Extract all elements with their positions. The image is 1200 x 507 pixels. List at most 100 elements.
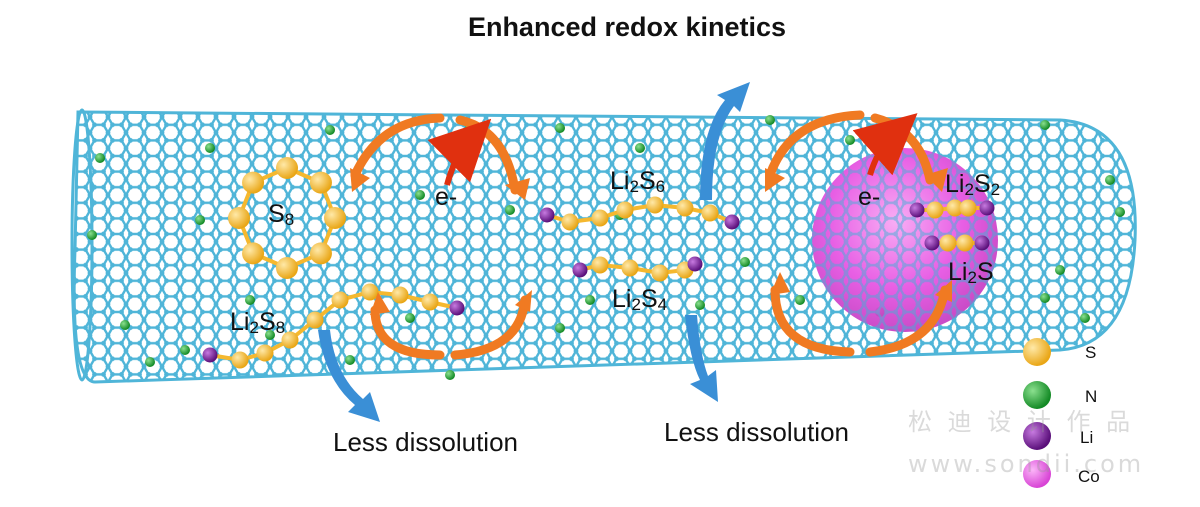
watermark-url: www.sondii.com: [908, 450, 1145, 478]
label-li2s4: Li2S4: [612, 285, 668, 314]
lithium-atom: [979, 200, 995, 216]
nitrogen-atom: [1105, 175, 1115, 185]
sulfur-atom: [646, 196, 664, 214]
nitrogen-atom: [1055, 265, 1065, 275]
legend-marker-n: [1023, 381, 1051, 409]
sulfur-atom: [242, 171, 265, 194]
nitrogen-atom: [1115, 207, 1125, 217]
sulfur-atom: [331, 291, 349, 309]
cycle-arrow: [865, 285, 950, 357]
nitrogen-atom: [345, 355, 355, 365]
diagram-title: Enhanced redox kinetics: [467, 12, 787, 42]
nitrogen-atom: [635, 143, 645, 153]
sulfur-atom: [939, 234, 957, 252]
bond: [209, 289, 458, 363]
polysulfide-chains: [202, 196, 995, 369]
nitrogen-atom: [415, 190, 425, 200]
sulfur-atom: [361, 283, 379, 301]
sulfur-atom: [421, 293, 439, 311]
nitrogen-atom: [765, 115, 775, 125]
lithium-atom: [909, 202, 925, 218]
label-li2s8: Li2S8: [230, 308, 286, 337]
cycle-arrow: [770, 285, 855, 357]
label-li2s6: Li2S6: [610, 167, 666, 196]
sulfur-atom: [242, 242, 265, 265]
nitrogen-atom: [1040, 293, 1050, 303]
legend-label-n: N: [1085, 387, 1098, 406]
legend-label-co: Co: [1078, 467, 1100, 486]
lithium-atom: [202, 347, 218, 363]
nitrogen-atom: [445, 370, 455, 380]
cycle-arrow: [765, 110, 865, 180]
nitrogen-atom: [795, 295, 805, 305]
nitrogen-atom: [555, 323, 565, 333]
electron-label-right: e-: [858, 183, 881, 211]
watermark-chinese: 松 迪 设 计 作 品: [908, 408, 1135, 436]
nitrogen-atom: [505, 205, 515, 215]
electron-arrows: [427, 113, 918, 186]
label-li2s: Li2S: [948, 258, 994, 287]
blue-arrow: [318, 330, 380, 422]
nitrogen-atom: [265, 330, 275, 340]
lithium-atom: [539, 207, 555, 223]
lithium-atom: [687, 256, 703, 272]
sulfur-atom: [701, 204, 719, 222]
sulfur-atom: [621, 259, 639, 277]
cycle-arrowheads: [350, 168, 952, 315]
nitrogen-atom: [845, 135, 855, 145]
sulfur-atom: [276, 257, 298, 279]
nitrogen-atom: [585, 295, 595, 305]
nitrogen-atom: [87, 230, 97, 240]
lithium-atom: [924, 235, 940, 251]
sulfur-atom: [309, 242, 332, 265]
sulfur-atom: [946, 199, 964, 217]
cycle-arrow: [370, 305, 445, 360]
sulfur-atom: [281, 331, 299, 349]
sulfur-atom: [256, 344, 274, 362]
sulfur-atom: [926, 201, 944, 219]
nitrogen-atom: [695, 300, 705, 310]
blue-arrow: [700, 82, 750, 200]
legend-label-s: S: [1085, 343, 1097, 362]
nitrogen-atom: [555, 123, 565, 133]
sulfur-atom: [561, 213, 579, 231]
sulfur-atom: [591, 256, 609, 274]
label-li2s2: Li2S2: [945, 170, 1001, 199]
nitrogen-atom: [120, 320, 130, 330]
nitrogen-atom: [95, 153, 105, 163]
sulfur-atom: [231, 351, 249, 369]
lithium-atom: [449, 300, 465, 316]
nitrogen-atom: [245, 295, 255, 305]
legend-marker-li: [1023, 422, 1051, 450]
lithium-atom: [572, 262, 588, 278]
sulfur-atom: [228, 207, 250, 229]
sulfur-atom: [391, 286, 409, 304]
nitrogen-atom: [325, 125, 335, 135]
sulfur-atom: [676, 199, 694, 217]
nitrogen-atom: [180, 345, 190, 355]
nitrogen-atom: [405, 313, 415, 323]
lithium-atom: [724, 214, 740, 230]
sulfur-atom: [276, 157, 298, 179]
nitrogen-atom: [145, 357, 155, 367]
sulfur-atom: [591, 209, 609, 227]
nitrogen-atom: [1040, 120, 1050, 130]
caption-less-dissolution-left: Less dissolution: [333, 427, 518, 457]
sulfur-atom: [651, 264, 669, 282]
nitrogen-atom: [1080, 313, 1090, 323]
legend-marker-s: [1023, 338, 1051, 366]
electron-label-left: e-: [435, 183, 458, 211]
nitrogen-atom: [205, 143, 215, 153]
lithium-atom: [974, 235, 990, 251]
cycle-arrow: [450, 295, 530, 360]
s8-molecule: [228, 157, 346, 279]
sulfur-atom: [959, 199, 977, 217]
label-s8: S8: [268, 200, 295, 229]
legend-markers: [1023, 338, 1051, 488]
sulfur-atom: [956, 234, 974, 252]
nitrogen-atom: [195, 215, 205, 225]
blue-arrow: [685, 315, 718, 402]
legend-label-li: Li: [1080, 428, 1094, 447]
